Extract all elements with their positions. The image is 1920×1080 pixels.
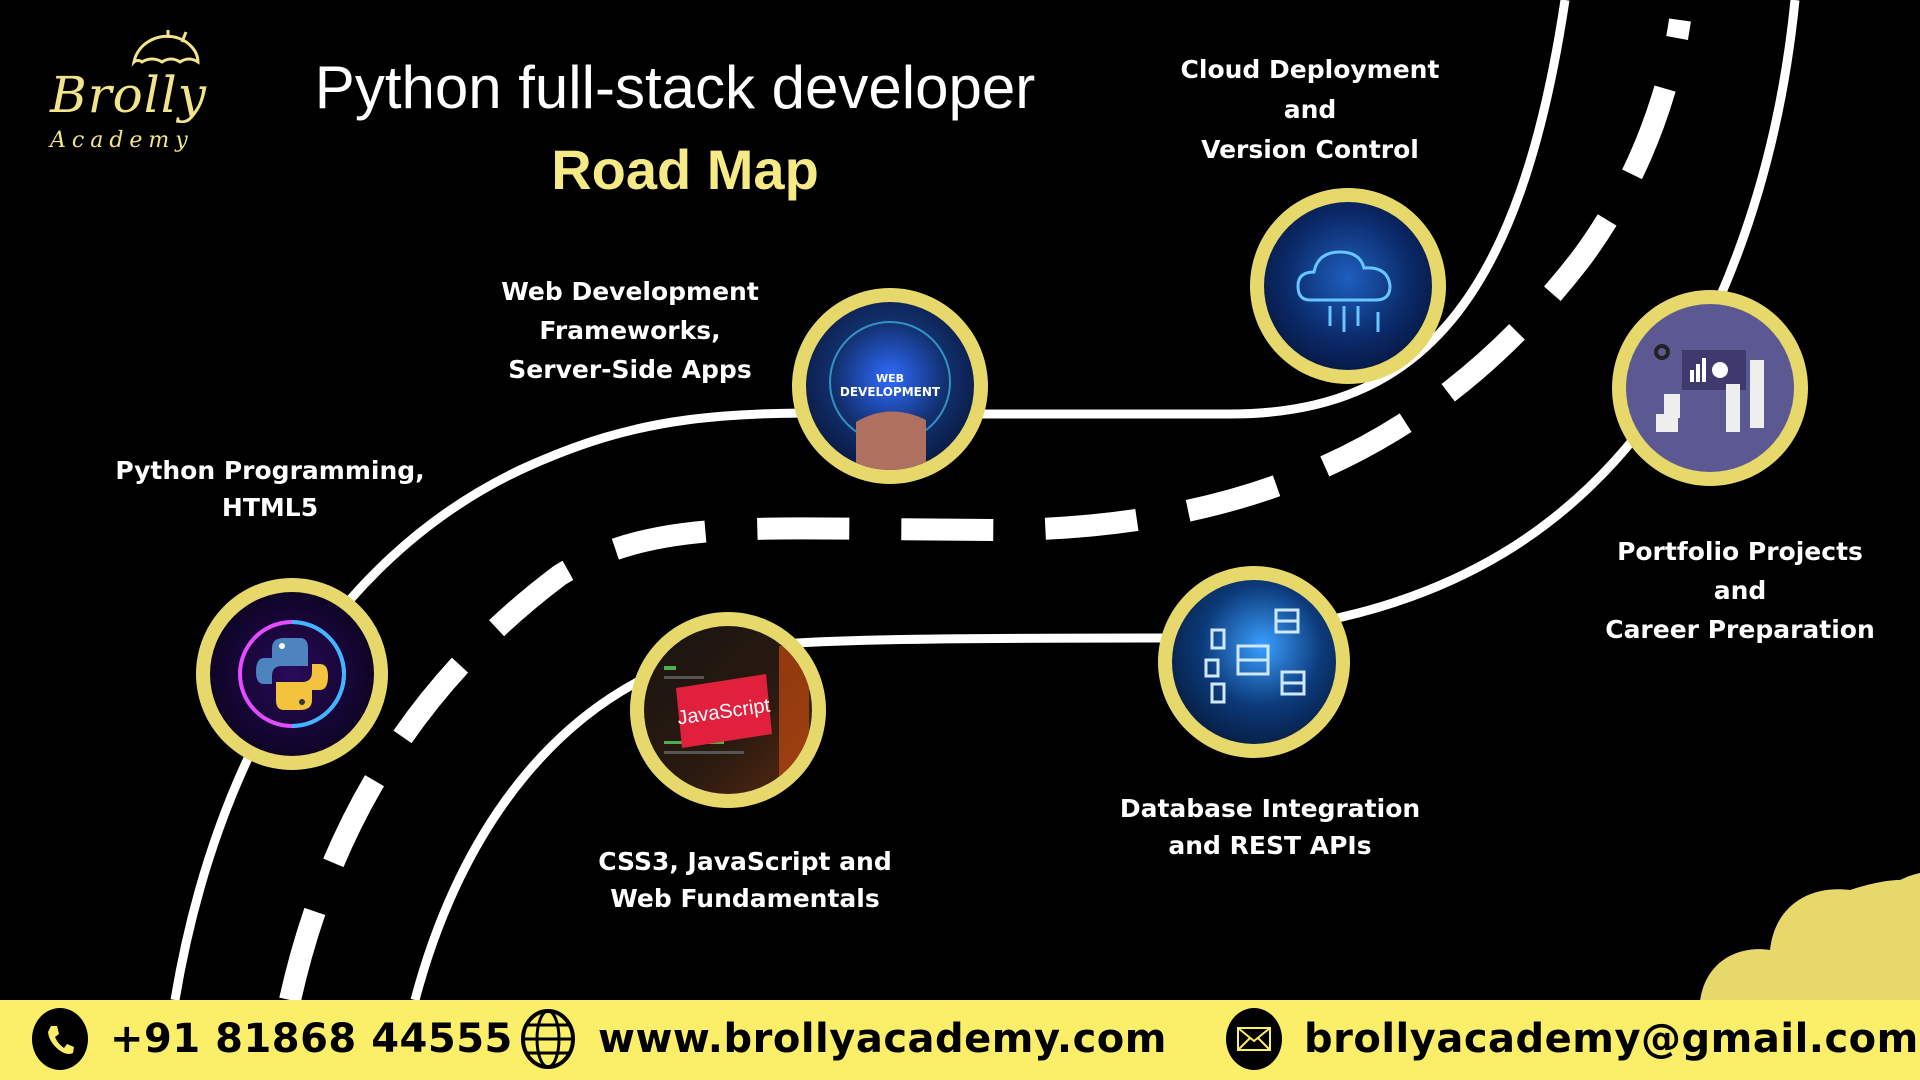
brand-logo: Brolly Academy	[48, 28, 218, 158]
contact-footer: +91 81868 44555 www.brollyacademy.com br…	[0, 1000, 1920, 1080]
database-image	[1172, 580, 1336, 744]
brand-name: Brolly	[50, 66, 207, 124]
step-node-web-development: WEB DEVELOPMENT	[792, 288, 988, 484]
step-label-database: Database Integration and REST APIs	[1119, 794, 1421, 860]
step-label-portfolio: Portfolio Projects and Career Preparatio…	[1605, 537, 1875, 644]
step-label-web-frameworks: Web Development Frameworks, Server-Side …	[501, 277, 759, 384]
contact-email[interactable]: brollyacademy@gmail.com	[1226, 1008, 1919, 1070]
phone-number: +91 81868 44555	[110, 1016, 513, 1062]
step-node-cloud	[1250, 188, 1446, 384]
svg-text:DEVELOPMENT: DEVELOPMENT	[840, 385, 941, 399]
javascript-image: JavaScript	[644, 626, 812, 794]
mail-icon	[1226, 1008, 1282, 1070]
svg-text:WEB: WEB	[876, 372, 904, 385]
step-node-portfolio	[1612, 290, 1808, 486]
email-address: brollyacademy@gmail.com	[1304, 1016, 1919, 1062]
phone-icon	[32, 1008, 88, 1070]
globe-icon	[520, 1008, 576, 1070]
website-link: www.brollyacademy.com	[598, 1016, 1167, 1062]
brand-tagline: Academy	[50, 128, 194, 153]
step-label-python: Python Programming, HTML5	[115, 456, 425, 522]
web-development-image: WEB DEVELOPMENT	[806, 302, 974, 470]
step-node-python	[196, 578, 388, 770]
contact-phone[interactable]: +91 81868 44555	[32, 1008, 513, 1070]
page-subtitle: Road Map	[551, 138, 819, 201]
cloud-image	[1264, 202, 1432, 370]
step-node-database	[1158, 566, 1350, 758]
page-title: Python full-stack developer	[314, 54, 1036, 121]
umbrella-icon	[131, 30, 200, 67]
step-label-javascript: CSS3, JavaScript and Web Fundamentals	[598, 847, 892, 913]
step-node-javascript: JavaScript	[630, 612, 826, 808]
contact-website[interactable]: www.brollyacademy.com	[520, 1008, 1167, 1070]
step-label-cloud: Cloud Deployment and Version Control	[1180, 55, 1440, 164]
python-logo-image	[210, 592, 374, 756]
portfolio-image	[1626, 304, 1794, 472]
